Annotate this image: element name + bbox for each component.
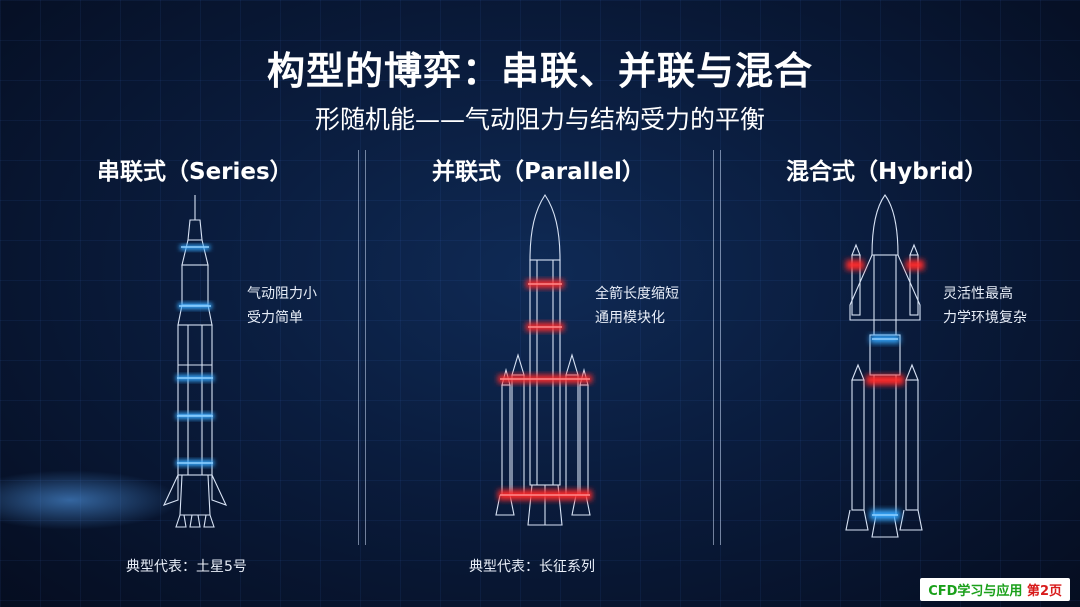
- parallel-note-1: 全箭长度缩短: [595, 286, 679, 302]
- light-flare: [0, 470, 180, 530]
- hybrid-note-1: 灵活性最高: [943, 286, 1013, 302]
- parallel-rocket-diagram: [495, 194, 592, 526]
- column-divider: [713, 150, 721, 545]
- series-notes: 气动阻力小 受力简单: [247, 282, 317, 330]
- hybrid-note-2: 力学环境复杂: [943, 310, 1027, 326]
- series-example: 典型代表：土星5号: [126, 559, 247, 575]
- hybrid-heading: 混合式（Hybrid）: [786, 159, 988, 185]
- page-subtitle: 形随机能——气动阻力与结构受力的平衡: [314, 105, 765, 134]
- page-title: 构型的博弈：串联、并联与混合: [266, 49, 813, 93]
- hybrid-notes: 灵活性最高 力学环境复杂: [943, 282, 1027, 330]
- column-divider: [358, 150, 366, 545]
- hybrid-rocket-diagram: [845, 194, 924, 538]
- badge-label: CFD学习与应用: [928, 584, 1023, 599]
- series-note-1: 气动阻力小: [247, 286, 317, 302]
- series-rocket-diagram: [162, 195, 228, 528]
- parallel-note-2: 通用模块化: [595, 310, 665, 326]
- page-number: 第2页: [1026, 584, 1062, 599]
- series-heading: 串联式（Series）: [97, 159, 293, 185]
- parallel-heading: 并联式（Parallel）: [432, 159, 645, 185]
- series-note-2: 受力简单: [247, 310, 303, 326]
- source-badge: CFD学习与应用 第2页: [920, 578, 1070, 601]
- parallel-example: 典型代表：长征系列: [469, 559, 595, 575]
- parallel-notes: 全箭长度缩短 通用模块化: [595, 282, 679, 330]
